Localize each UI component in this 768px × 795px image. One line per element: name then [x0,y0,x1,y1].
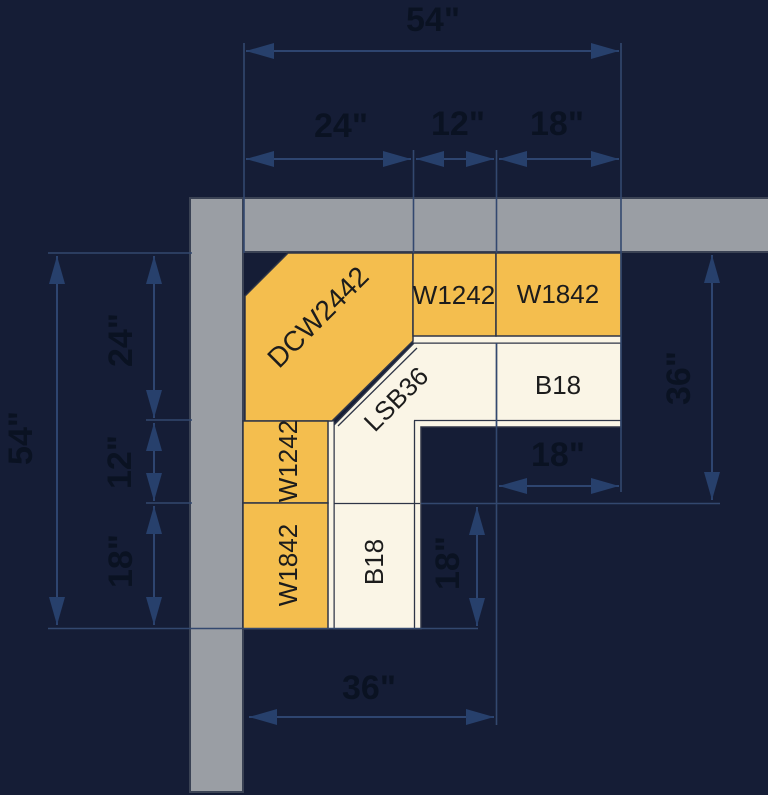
dim-label-left-24: 24" [102,313,140,367]
cabinet-w1242-left [242,420,329,504]
dim-label-b18-top-18: 18" [531,436,585,474]
corner-base-face-diagonal [337,347,418,427]
dim-label-top-12: 12" [431,105,485,143]
wall-cabinet-face-strip-top [412,335,622,344]
cabinet-label-w1842-top: W1842 [517,279,599,309]
wall-cabinet-face-strip-left [327,420,335,630]
dim-label-left-12: 12" [101,435,139,489]
dim-label-right-36: 36" [660,351,698,405]
dim-label-left-total: 54" [2,411,40,465]
wall-left [189,197,244,793]
cabinet-w1842-left [242,502,329,630]
dim-label-top-total: 54" [406,1,460,39]
cabinet-label-b18-left: B18 [359,539,389,585]
dim-label-left-18: 18" [102,534,140,588]
dim-label-top-18: 18" [530,105,584,143]
cabinet-w1842-top [495,252,622,337]
dim-label-bottom-36: 36" [342,669,396,707]
cabinet-label-b18-top: B18 [535,370,581,400]
cabinet-label-w1242-top: W1242 [413,280,495,310]
dim-label-b18-left-18: 18" [429,536,467,590]
cabinet-label-w1842-left: W1842 [273,524,303,606]
dim-label-top-24: 24" [314,107,368,145]
wall-top [189,197,768,253]
cabinet-w1242-top [412,252,497,337]
cabinet-label-w1242-left: W1242 [273,420,303,502]
